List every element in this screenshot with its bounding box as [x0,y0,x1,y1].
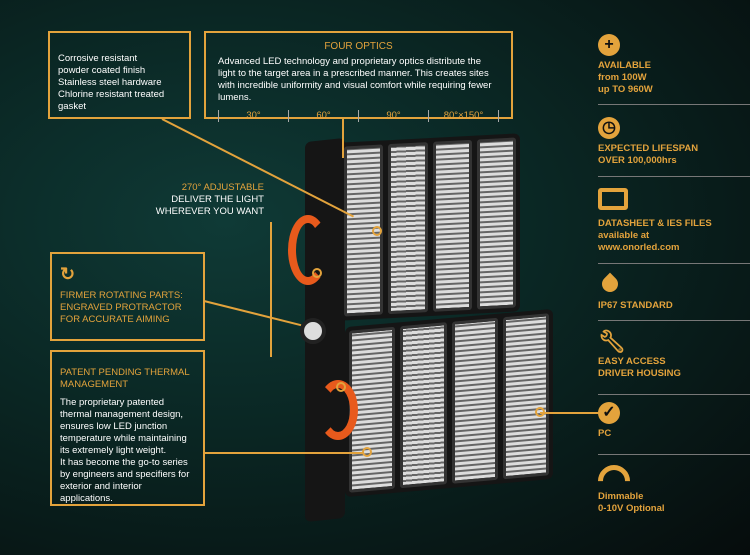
thermal-box: PATENT PENDING THERMAL MANAGEMENT The pr… [50,350,205,506]
clock-icon: ◷ [598,117,620,139]
materials-box: Corrosive resistant powder coated finish… [48,31,191,119]
optic-angle: 80°×150° [428,110,499,122]
floodlight-upper-panel [340,133,520,321]
protractor-knob [300,318,326,344]
feature-text: OVER 100,000hrs [598,155,677,166]
rotation-arrow-icon [288,215,328,285]
optics-title: FOUR OPTICS [324,41,393,52]
thermal-title: PATENT PENDING THERMAL MANAGEMENT [60,367,190,390]
feature-text: available at [598,230,650,241]
materials-line: Corrosive resistant [58,53,138,64]
optics-text: Advanced LED technology and proprietary … [218,56,492,103]
feature-text: Dimmable [598,491,644,502]
adjustable-line: WHEREVER YOU WANT [155,206,264,217]
feature-datasheet: DATASHEET & IES FILES available at www.o… [598,188,750,254]
feature-text: up TO 960W [598,84,653,95]
floodlight-lower-panel [345,308,553,498]
rotating-parts-box: ↻ FIRMER ROTATING PARTS: ENGRAVED PROTRA… [50,252,205,341]
materials-line: Chlorine resistant treated gasket [58,89,165,112]
feature-text: 0-10V Optional [598,503,665,514]
wrench-icon: 🔧︎ [598,329,626,354]
feature-dimmable: Dimmable 0-10V Optional [591,458,750,515]
feature-text: EXPECTED LIFESPAN [598,143,699,154]
feature-wattage: + AVAILABLE from 100W up TO 960W [598,34,750,96]
thermal-text: The proprietary patented thermal managem… [60,397,187,456]
optics-box: FOUR OPTICS Advanced LED technology and … [204,31,513,122]
feature-text: IP67 STANDARD [598,300,673,311]
monitor-icon [598,188,628,210]
rotating-line: FIRMER ROTATING PARTS: [60,290,183,301]
optic-angle: 60° [288,110,358,122]
feature-text: DATASHEET & IES FILES [598,218,712,229]
feature-text: EASY ACCESS [598,356,666,367]
thermal-text: It has become the go-to series by engine… [60,457,190,504]
materials-line: powder coated finish [58,65,146,76]
feature-text: www.onorled.com [598,242,680,253]
feature-text: DRIVER HOUSING [598,368,681,379]
adjustable-line: 270° ADJUSTABLE [181,182,264,193]
feature-ip67: IP67 STANDARD [598,272,750,312]
materials-line: Stainless steel hardware [58,77,162,88]
drop-icon [598,272,622,296]
rotating-line: FOR ACCURATE AIMING [60,314,170,325]
rotate-icon: ↻ [60,264,76,284]
feature-lifespan: ◷ EXPECTED LIFESPAN OVER 100,000hrs [598,117,750,167]
feature-driver-housing: 🔧︎ EASY ACCESS DRIVER HOUSING [598,328,750,380]
feature-text: PC [598,428,612,439]
feature-text: from 100W [598,72,647,83]
adjustable-caption: 270° ADJUSTABLE DELIVER THE LIGHT WHEREV… [150,182,264,218]
check-icon: ✓ [598,402,620,424]
plus-icon: + [598,34,620,56]
rotating-line: ENGRAVED PROTRACTOR [60,302,182,313]
adjustable-line: DELIVER THE LIGHT [171,194,264,205]
optic-angle: 30° [218,110,288,122]
feature-pc: ✓ PC [598,402,750,440]
feature-text: AVAILABLE [598,60,651,71]
optic-angle: 90° [358,110,428,122]
